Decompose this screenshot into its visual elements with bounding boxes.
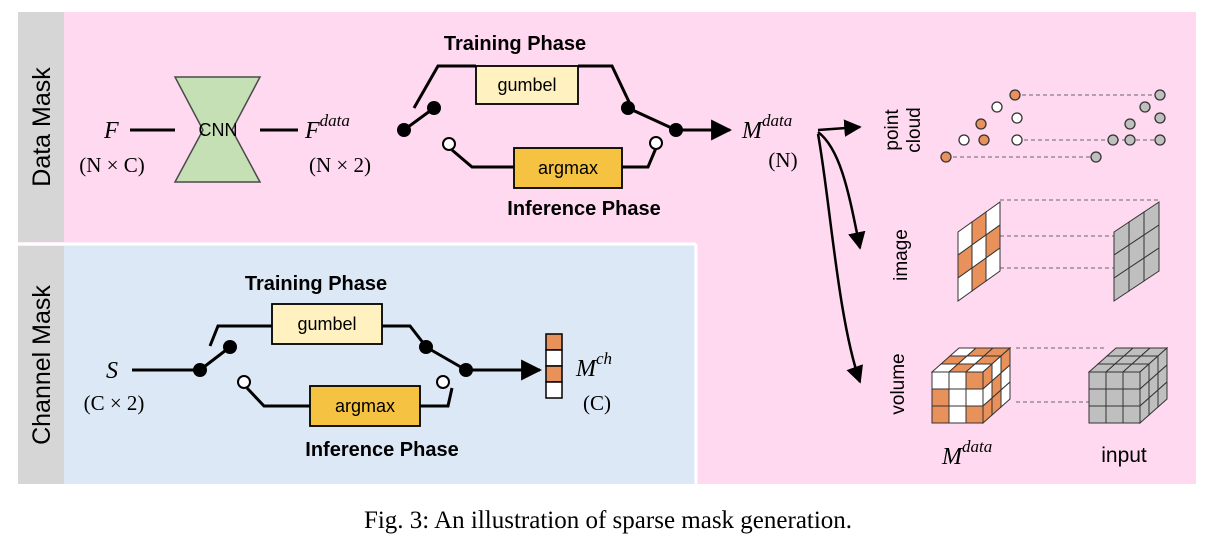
data-input-shape: (N × C): [79, 153, 145, 177]
volume-connectors: [1016, 347, 1106, 403]
channel-input-shape: (C × 2): [84, 391, 145, 415]
volume-input-label: input: [1101, 444, 1147, 467]
data-gumbel-label: gumbel: [497, 75, 556, 95]
data-input-symbol: F: [103, 118, 119, 144]
channel-input-symbol: S: [106, 358, 118, 384]
volume-mask-label: Mdata: [941, 437, 992, 470]
image-mask: [957, 201, 1001, 302]
channel-training-phase: Training Phase: [245, 273, 387, 295]
data-inference-phase: Inference Phase: [507, 198, 660, 220]
data-mask-label: Data Mask: [28, 67, 56, 187]
channel-inference-phase: Inference Phase: [305, 439, 458, 461]
output-mask-shape: (N): [768, 148, 797, 172]
data-argmax-label: argmax: [538, 158, 598, 178]
data-gumbel-box: [475, 65, 579, 105]
channel-argmax-label: argmax: [335, 396, 395, 416]
volume-input: [1087, 346, 1169, 425]
point-cloud-connectors: [946, 94, 1160, 158]
image-input: [1113, 201, 1160, 302]
data-mask-side-tab: [18, 12, 64, 242]
point-cloud-input: [1090, 89, 1166, 163]
volume-mask: [930, 346, 1012, 425]
feature-data-shape: (N × 2): [309, 153, 371, 177]
channel-mask-label: Channel Mask: [28, 285, 56, 445]
channel-mask-vector: [545, 333, 563, 399]
channel-mask-side-tab: [18, 246, 64, 484]
channel-output-symbol: Mch: [575, 349, 612, 382]
point-cloud-label: pointcloud: [882, 107, 925, 152]
image-connectors: [958, 199, 1158, 269]
data-argmax-box: [513, 147, 623, 189]
cnn-block: [173, 76, 262, 183]
image-label: image: [891, 229, 912, 281]
volume-label: volume: [888, 353, 909, 414]
output-mask-symbol: Mdata: [741, 111, 792, 144]
point-cloud-mask: [940, 89, 1023, 163]
channel-gumbel-label: gumbel: [297, 314, 356, 334]
data-training-phase: Training Phase: [444, 33, 586, 55]
cnn-label: CNN: [199, 120, 238, 140]
channel-output-shape: (C): [583, 391, 611, 415]
channel-mask-panel: [18, 244, 696, 484]
channel-gumbel-box: [271, 303, 383, 345]
feature-data-symbol: Fdata: [304, 111, 350, 144]
channel-argmax-box: [309, 385, 421, 427]
figure-caption: Fig. 3: An illustration of sparse mask g…: [364, 507, 852, 534]
